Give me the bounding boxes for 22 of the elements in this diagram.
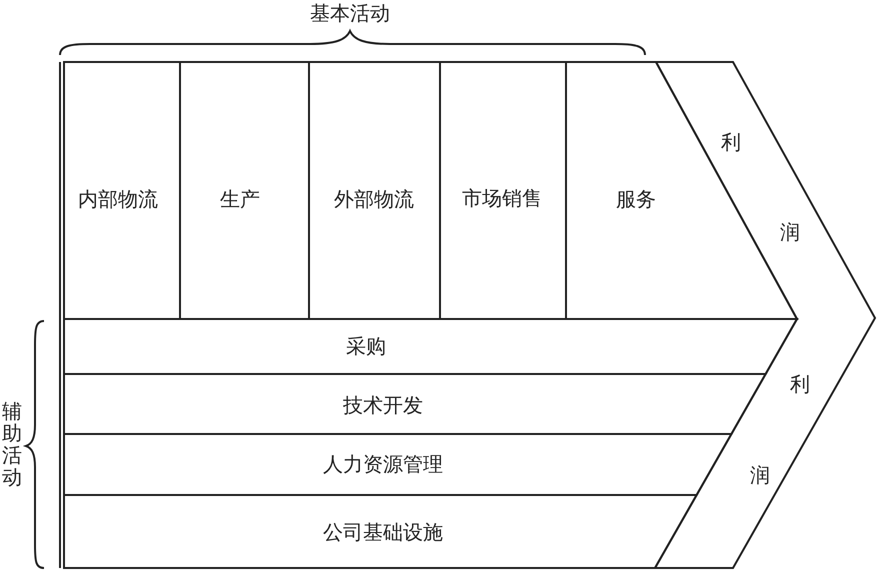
activity-label: 生产 bbox=[220, 188, 260, 212]
group-heading: 辅助活动 bbox=[2, 401, 22, 489]
activity-label: 采购 bbox=[346, 335, 386, 359]
chevron-band bbox=[654, 61, 876, 569]
activity-label: 外部物流 bbox=[334, 188, 414, 212]
support-band bbox=[63, 494, 698, 569]
activity-label: 利 bbox=[721, 131, 741, 155]
support-band bbox=[63, 433, 732, 496]
activity-box bbox=[565, 61, 798, 320]
group-heading: 基本活动 bbox=[310, 2, 390, 26]
support-band bbox=[63, 373, 767, 435]
activity-label: 内部物流 bbox=[78, 188, 158, 212]
activity-label: 技术开发 bbox=[343, 394, 423, 418]
support-band bbox=[63, 318, 798, 375]
activity-label: 润 bbox=[780, 221, 800, 245]
activity-box bbox=[63, 61, 181, 320]
activity-label: 市场销售 bbox=[462, 187, 542, 211]
activity-label: 公司基础设施 bbox=[323, 521, 443, 545]
activity-label: 服务 bbox=[616, 188, 656, 212]
activity-label: 利 bbox=[790, 373, 810, 397]
activity-label: 润 bbox=[750, 464, 770, 488]
activity-label: 人力资源管理 bbox=[323, 453, 443, 477]
